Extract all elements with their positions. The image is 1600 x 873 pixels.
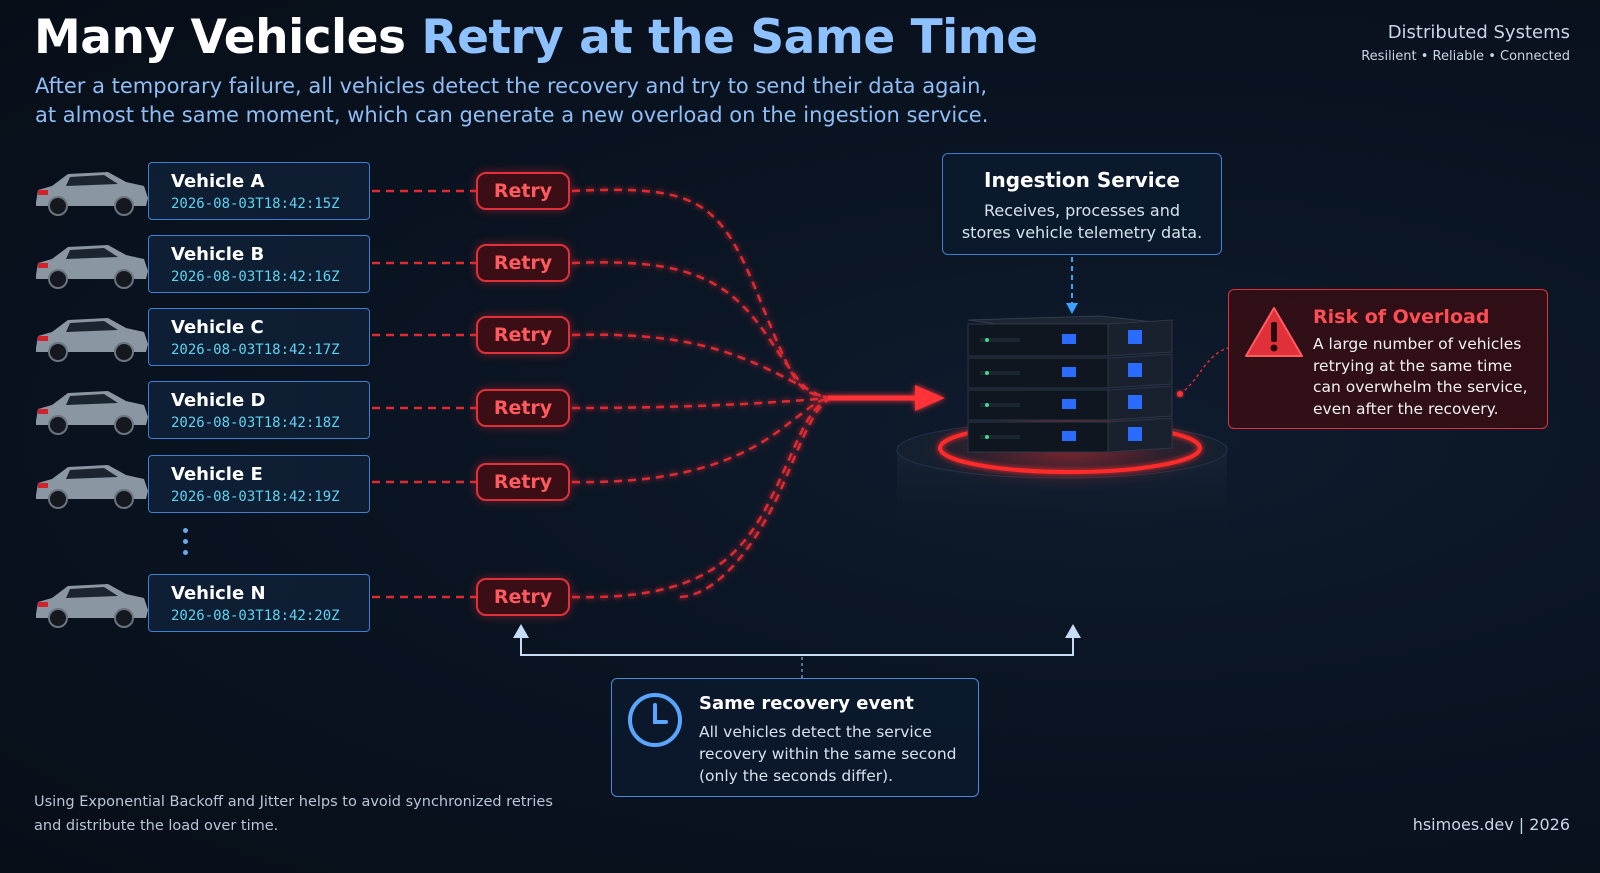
retry-badge-d: Retry	[476, 389, 570, 427]
page-subtitle: After a temporary failure, all vehicles …	[35, 72, 1035, 130]
recovery-title: Same recovery event	[699, 693, 914, 714]
main-arrow	[828, 385, 945, 411]
vehicle-row-d: Vehicle D 2026-08-03T18:42:18Z	[30, 379, 370, 441]
vehicle-timestamp: 2026-08-03T18:42:18Z	[171, 415, 340, 431]
ingestion-desc-line-2: stores vehicle telemetry data.	[961, 223, 1203, 242]
server-unit-3	[967, 385, 1173, 421]
retry-badge-n: Retry	[476, 578, 570, 616]
footnote: Using Exponential Backoff and Jitter hel…	[34, 790, 554, 838]
vehicle-row-n: Vehicle N 2026-08-03T18:42:20Z	[30, 572, 370, 634]
retry-badge-e: Retry	[476, 463, 570, 501]
subtitle-line-2: at almost the same moment, which can gen…	[35, 103, 989, 127]
ingestion-description: Receives, processes and stores vehicle t…	[943, 200, 1221, 244]
footnote-line-2: and distribute the load over time.	[34, 818, 279, 834]
bracket-arrow-right	[1065, 624, 1081, 638]
curve-e	[571, 396, 831, 484]
ingestion-link-arrowhead	[1066, 303, 1078, 314]
recovery-description: All vehicles detect the service recovery…	[699, 723, 957, 785]
risk-title: Risk of Overload	[1313, 306, 1490, 328]
vehicle-card: Vehicle A 2026-08-03T18:42:15Z	[148, 162, 370, 220]
car-icon	[36, 245, 148, 289]
warning-icon	[1245, 307, 1303, 357]
title-part-1: Many Vehicles	[34, 10, 422, 65]
risk-pointer	[1179, 347, 1229, 395]
recovery-bracket	[520, 634, 1074, 656]
vehicle-card: Vehicle E 2026-08-03T18:42:19Z	[148, 455, 370, 513]
vehicle-name: Vehicle D	[171, 390, 266, 411]
vehicle-timestamp: 2026-08-03T18:42:15Z	[171, 196, 340, 212]
recovery-event-box: Same recovery event All vehicles detect …	[611, 678, 979, 797]
vehicle-timestamp: 2026-08-03T18:42:16Z	[171, 269, 340, 285]
vehicle-row-b: Vehicle B 2026-08-03T18:42:16Z	[30, 233, 370, 295]
vehicle-card: Vehicle B 2026-08-03T18:42:16Z	[148, 235, 370, 293]
subtitle-line-1: After a temporary failure, all vehicles …	[35, 74, 988, 98]
server-icon	[967, 315, 1173, 453]
vehicle-retry-lines	[372, 189, 476, 599]
car-icon	[36, 172, 148, 216]
risk-pointer-dot	[1177, 391, 1183, 397]
vehicle-name: Vehicle A	[171, 171, 265, 192]
vehicle-row-e: Vehicle E 2026-08-03T18:42:19Z	[30, 453, 370, 515]
vehicle-name: Vehicle B	[171, 244, 265, 265]
car-icon	[36, 391, 148, 435]
ingestion-service-box: Ingestion Service Receives, processes an…	[942, 153, 1222, 255]
car-icon	[36, 318, 148, 362]
vehicle-timestamp: 2026-08-03T18:42:19Z	[171, 489, 340, 505]
curve-c	[571, 333, 831, 400]
vehicle-name: Vehicle N	[171, 583, 266, 604]
credit: hsimoes.dev | 2026	[1412, 815, 1570, 834]
curve-b	[571, 261, 831, 400]
ingestion-desc-line-1: Receives, processes and	[984, 201, 1180, 220]
vehicle-timestamp: 2026-08-03T18:42:17Z	[171, 342, 340, 358]
server-unit-2	[967, 353, 1173, 389]
title-part-2: Retry at the Same Time	[421, 10, 1038, 65]
vehicle-card: Vehicle C 2026-08-03T18:42:17Z	[148, 308, 370, 366]
retry-badge-c: Retry	[476, 316, 570, 354]
bracket-arrow-left	[513, 624, 529, 638]
server-unit-4	[967, 417, 1173, 453]
footnote-line-1: Using Exponential Backoff and Jitter hel…	[34, 794, 553, 810]
arrow-icon	[915, 385, 945, 411]
retry-badge-b: Retry	[476, 244, 570, 282]
converging-curves	[571, 188, 831, 599]
vehicle-row-a: Vehicle A 2026-08-03T18:42:15Z	[30, 160, 370, 222]
car-icon	[36, 584, 148, 628]
page-title: Many Vehicles Retry at the Same Time	[34, 10, 1038, 65]
curve-d	[571, 396, 831, 410]
curve-n2	[679, 397, 831, 599]
vehicle-name: Vehicle C	[171, 317, 264, 338]
vehicle-card: Vehicle N 2026-08-03T18:42:20Z	[148, 574, 370, 632]
server-unit-1	[967, 319, 1173, 357]
brand-block: Distributed Systems Resilient • Reliable…	[1361, 22, 1570, 64]
brand-name: Distributed Systems	[1387, 22, 1570, 43]
curve-n1	[571, 396, 831, 599]
car-icon	[36, 465, 148, 509]
ellipsis-dots	[183, 528, 191, 561]
vehicle-row-c: Vehicle C 2026-08-03T18:42:17Z	[30, 306, 370, 368]
curve-a	[571, 188, 831, 400]
vehicle-name: Vehicle E	[171, 464, 263, 485]
brand-tagline: Resilient • Reliable • Connected	[1361, 49, 1570, 64]
risk-description: A large number of vehicles retrying at t…	[1313, 335, 1528, 418]
vehicle-timestamp: 2026-08-03T18:42:20Z	[171, 608, 340, 624]
risk-box: Risk of Overload A large number of vehic…	[1228, 289, 1548, 429]
vehicle-card: Vehicle D 2026-08-03T18:42:18Z	[148, 381, 370, 439]
retry-badge-a: Retry	[476, 172, 570, 210]
clock-icon	[628, 693, 682, 747]
ingestion-title: Ingestion Service	[984, 168, 1180, 192]
